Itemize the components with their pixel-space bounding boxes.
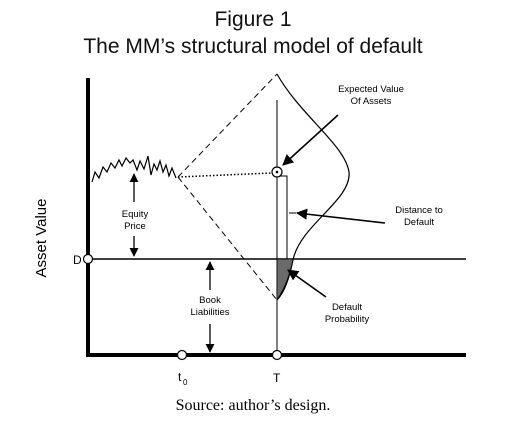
t0-marker <box>176 349 188 361</box>
asset-value-path <box>91 155 177 183</box>
distance-arrow <box>295 208 386 224</box>
distance-label-2: Default <box>404 217 434 228</box>
y-axis-label: Asset Value <box>33 199 50 278</box>
d-label: D <box>73 253 82 267</box>
default-prob-arrow <box>287 269 327 298</box>
expected-value-dot <box>275 170 279 174</box>
expected-value-label-2: Of Assets <box>351 96 392 107</box>
equity-label-2: Price <box>124 221 146 232</box>
book-label-2: Liabilities <box>190 307 229 318</box>
distance-bracket <box>276 175 288 260</box>
expected-value-label-1: Expected Value <box>338 84 404 95</box>
figure-number: Figure 1 <box>214 8 292 31</box>
equity-label-1: Equity <box>122 209 149 220</box>
book-label-1: Book <box>199 295 221 306</box>
source-note: Source: author’s design. <box>175 397 331 414</box>
distance-label-1: Distance to <box>395 205 443 216</box>
figure-title: The MM’s structural model of default <box>83 35 423 58</box>
default-prob-label-1: Default <box>332 302 362 313</box>
expected-path-line <box>177 172 273 178</box>
d-marker <box>82 253 94 265</box>
default-probability-area <box>276 258 294 302</box>
t-label: T <box>273 371 281 385</box>
cone-lower-line <box>177 176 278 301</box>
t0-label: t <box>178 370 182 384</box>
default-prob-label-2: Probability <box>325 314 370 325</box>
expected-value-arrow <box>282 114 339 166</box>
t-marker <box>271 349 283 361</box>
cone-upper-line <box>177 73 278 178</box>
t0-subscript: 0 <box>183 378 188 387</box>
